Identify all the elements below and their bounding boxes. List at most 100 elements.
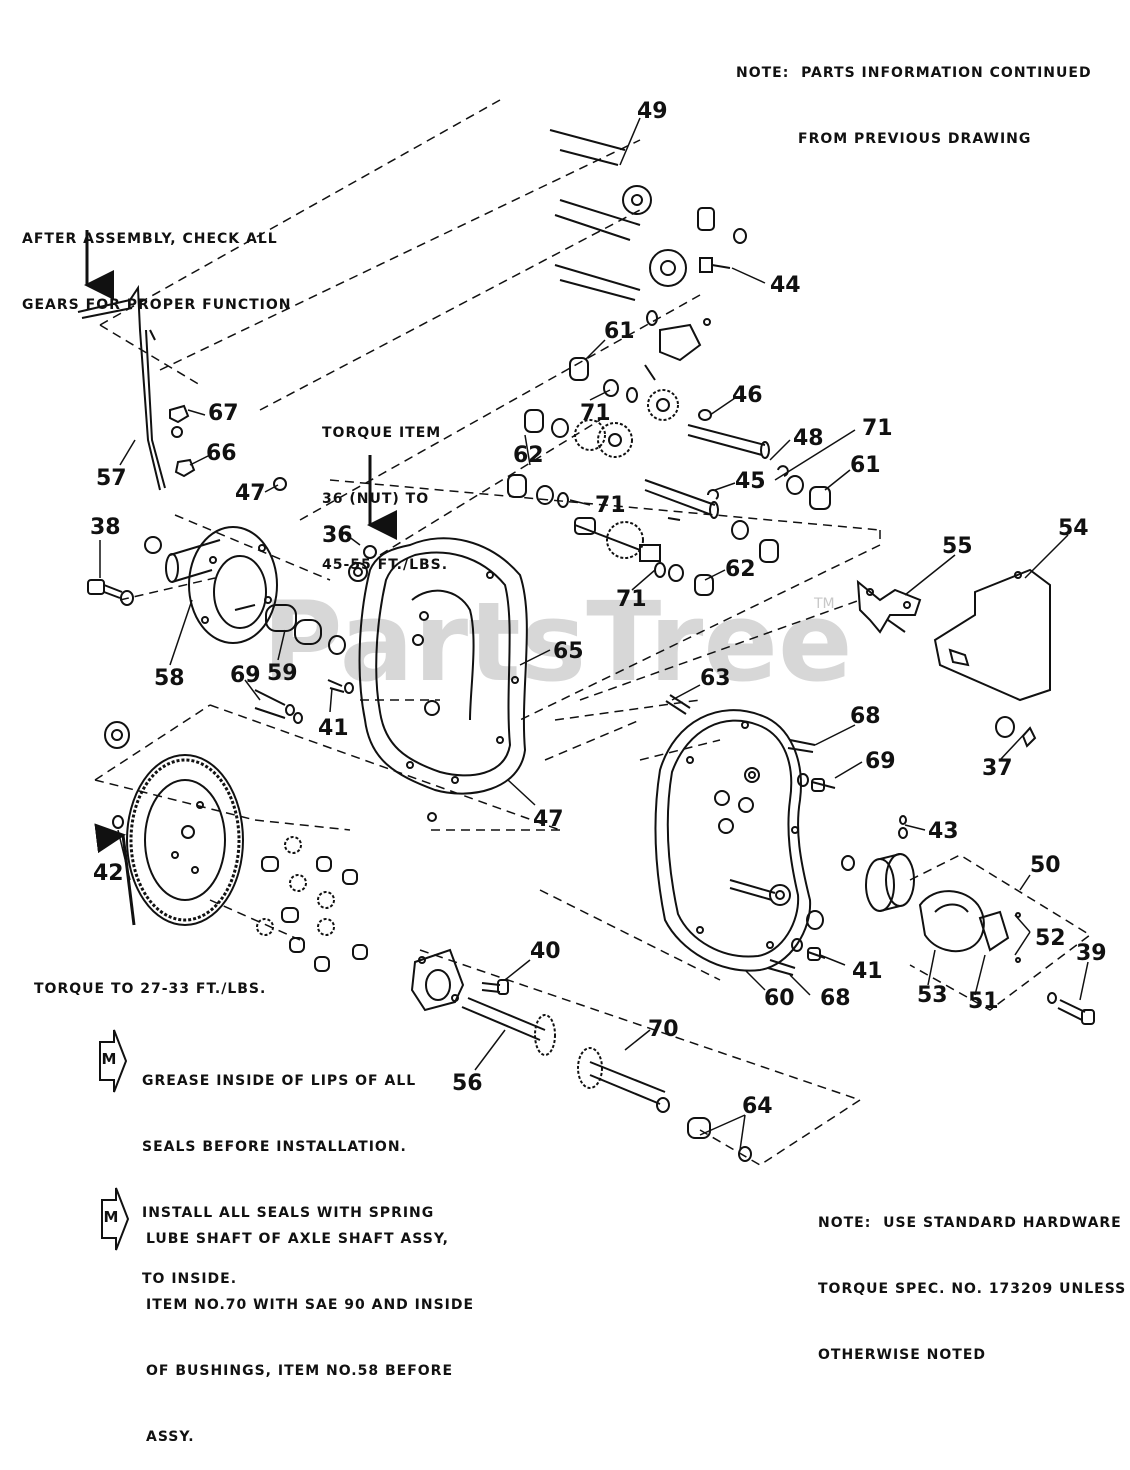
note-hardware-line1: NOTE: USE STANDARD HARDWARE xyxy=(818,1215,1122,1231)
note-top-line1: NOTE: PARTS INFORMATION CONTINUED xyxy=(736,65,1092,81)
part-67-clip xyxy=(169,404,190,424)
callout-63: 63 xyxy=(700,666,731,691)
callout-43: 43 xyxy=(928,819,959,844)
part-70-axle-shaft xyxy=(577,1047,752,1162)
part-56-shaft xyxy=(461,997,556,1056)
note-hardware-line3: OTHERWISE NOTED xyxy=(818,1347,987,1363)
callout-59: 59 xyxy=(267,661,298,686)
part-50-clutch-assembly xyxy=(918,890,1095,1025)
callout-68: 68 xyxy=(850,704,881,729)
callout-70: 70 xyxy=(648,1017,679,1042)
note-torque-item-line3: 45-55 FT./LBS. xyxy=(322,557,449,573)
callout-39: 39 xyxy=(1076,941,1107,966)
part-38-bolt xyxy=(87,579,134,606)
callout-52: 52 xyxy=(1035,926,1066,951)
part-59-bushing xyxy=(265,604,297,632)
dashed-guides xyxy=(94,99,1092,1166)
callout-38: 38 xyxy=(90,515,121,540)
note-assembly-line1: AFTER ASSEMBLY, CHECK ALL xyxy=(22,231,278,247)
note-top-line2: FROM PREVIOUS DRAWING xyxy=(798,131,1032,147)
callout-37: 37 xyxy=(982,756,1013,781)
note-grease-line1: GREASE INSIDE OF LIPS OF ALL xyxy=(142,1073,417,1089)
callout-68: 68 xyxy=(820,986,851,1011)
note-torque-gear-line: TORQUE TO 27-33 FT./LBS. xyxy=(34,981,267,997)
callout-60: 60 xyxy=(764,986,795,1011)
callout-61: 61 xyxy=(850,453,881,478)
part-60-right-housing xyxy=(654,709,812,972)
callout-62: 62 xyxy=(725,557,756,582)
note-lube-line1: LUBE SHAFT OF AXLE SHAFT ASSY, xyxy=(146,1231,449,1247)
callout-69: 69 xyxy=(865,749,896,774)
pinion-set xyxy=(256,836,368,972)
part-65-left-housing xyxy=(358,537,528,822)
callout-42: 42 xyxy=(93,861,124,886)
part-61-bushing xyxy=(569,357,589,381)
part-40-plate xyxy=(410,948,465,1012)
marker-arrow-icon xyxy=(101,1187,130,1251)
callout-71: 71 xyxy=(616,587,647,612)
callout-64: 64 xyxy=(742,1094,773,1119)
note-grease-line3: INSTALL ALL SEALS WITH SPRING xyxy=(142,1205,435,1221)
callout-57: 57 xyxy=(96,466,127,491)
callout-65: 65 xyxy=(553,639,584,664)
part-57-lever xyxy=(77,284,166,491)
callout-50: 50 xyxy=(1030,853,1061,878)
callout-44: 44 xyxy=(770,273,801,298)
note-hardware: NOTE: USE STANDARD HARDWARE TORQUE SPEC.… xyxy=(818,1168,1126,1388)
right-shafts xyxy=(644,409,831,521)
note-torque-item: TORQUE ITEM 36 (NUT) TO 45-55 FT./LBS. xyxy=(322,378,448,598)
note-torque-gear: TORQUE TO 27-33 FT./LBS. xyxy=(34,934,266,1022)
callout-55: 55 xyxy=(942,534,973,559)
callout-48: 48 xyxy=(793,426,824,451)
upper-shaft-assembly xyxy=(549,129,747,381)
note-assembly: AFTER ASSEMBLY, CHECK ALL GEARS FOR PROP… xyxy=(22,184,291,338)
callout-66: 66 xyxy=(206,441,237,466)
callout-41: 41 xyxy=(318,716,349,741)
watermark-trademark: TM xyxy=(813,596,835,612)
note-top: NOTE: PARTS INFORMATION CONTINUED FROM P… xyxy=(736,18,1092,172)
part-54-plate xyxy=(933,568,1051,702)
callout-69: 69 xyxy=(230,663,261,688)
service-marker-grease: M xyxy=(98,1028,128,1094)
marker-letter: M xyxy=(103,1208,119,1226)
callout-71: 71 xyxy=(595,493,626,518)
callout-41: 41 xyxy=(852,959,883,984)
hub xyxy=(865,853,915,912)
torque-gear-arrow xyxy=(94,823,136,926)
note-lube-line3: OF BUSHINGS, ITEM NO.58 BEFORE xyxy=(146,1363,454,1379)
callout-53: 53 xyxy=(917,983,948,1008)
callout-51: 51 xyxy=(968,989,999,1014)
marker-letter: M xyxy=(101,1050,117,1068)
callout-46: 46 xyxy=(732,383,763,408)
callout-36: 36 xyxy=(322,523,353,548)
callout-numbers: 49 44 61 46 48 71 71 61 45 71 62 71 62 6… xyxy=(90,99,1107,1119)
note-hardware-line2: TORQUE SPEC. NO. 173209 UNLESS xyxy=(818,1281,1127,1297)
callout-40: 40 xyxy=(530,939,561,964)
callout-67: 67 xyxy=(208,401,239,426)
callout-71: 71 xyxy=(862,416,893,441)
note-grease-line2: SEALS BEFORE INSTALLATION. xyxy=(142,1139,407,1155)
service-marker-lube: M xyxy=(100,1186,130,1252)
exploded-parts-diagram: PartsTree TM xyxy=(77,99,1107,1166)
note-torque-item-line2: 36 (NUT) TO xyxy=(322,491,430,507)
callout-56: 56 xyxy=(452,1071,483,1096)
part-55-bracket xyxy=(856,579,922,634)
callout-61: 61 xyxy=(604,319,635,344)
callout-47: 47 xyxy=(533,807,564,832)
note-torque-item-line1: TORQUE ITEM xyxy=(322,425,442,441)
callout-54: 54 xyxy=(1058,516,1089,541)
callout-47: 47 xyxy=(235,481,266,506)
callout-58: 58 xyxy=(154,666,185,691)
note-lube: LUBE SHAFT OF AXLE SHAFT ASSY, ITEM NO.7… xyxy=(146,1184,474,1470)
note-lube-line2: ITEM NO.70 WITH SAE 90 AND INSIDE xyxy=(146,1297,475,1313)
part-58-flange xyxy=(165,526,278,644)
part-big-gear xyxy=(126,754,244,926)
note-assembly-line2: GEARS FOR PROPER FUNCTION xyxy=(22,297,292,313)
part-66-clip xyxy=(174,458,196,478)
callout-45: 45 xyxy=(735,469,766,494)
callout-49: 49 xyxy=(637,99,668,124)
marker-arrow-icon xyxy=(99,1029,128,1093)
callout-71: 71 xyxy=(580,401,611,426)
note-lube-line4: ASSY. xyxy=(146,1429,195,1445)
callout-62: 62 xyxy=(513,443,544,468)
